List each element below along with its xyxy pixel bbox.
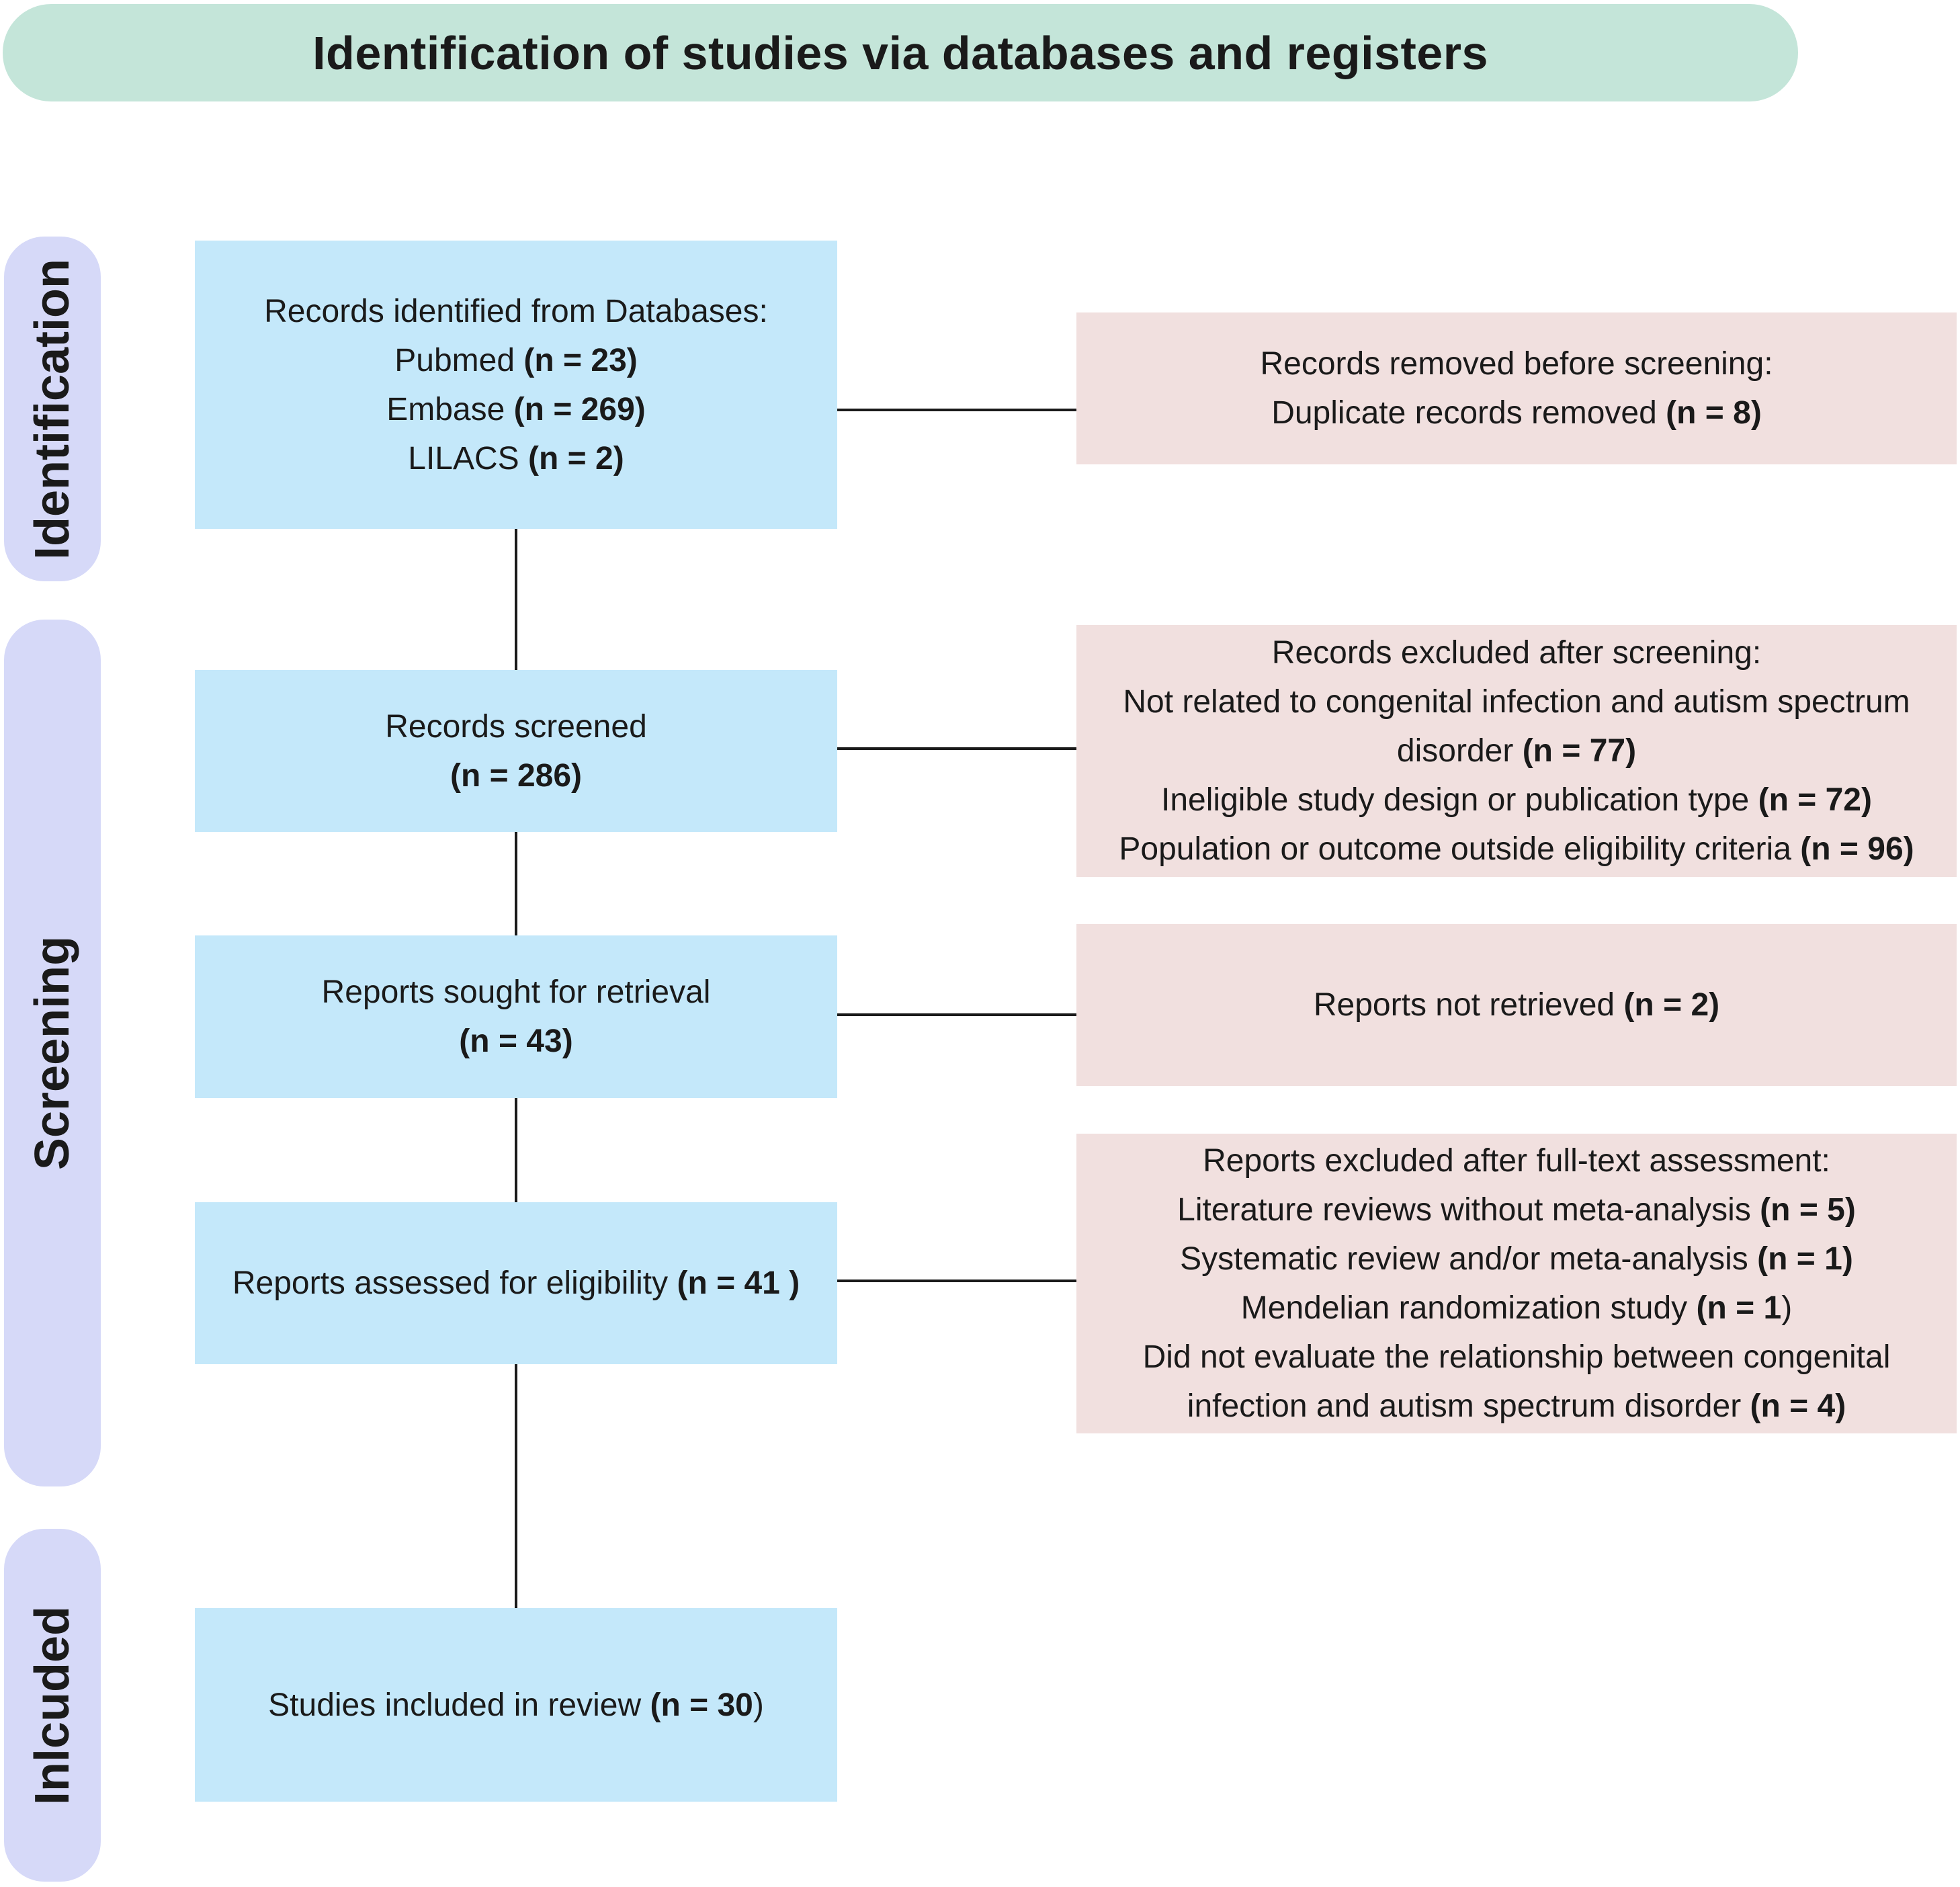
- phase-identification-label: Identification: [26, 258, 79, 560]
- phase-included: Inlcuded: [4, 1529, 101, 1882]
- phase-screening: Screening: [4, 620, 101, 1486]
- phase-included-label: Inlcuded: [26, 1605, 79, 1805]
- excluded-reason-ineligible-design-count: (n = 72): [1758, 782, 1872, 818]
- records-removed-heading: Records removed before screening:: [1260, 346, 1773, 382]
- source-pubmed: Pubmed (n = 23): [394, 342, 638, 378]
- reports-assessed-label: Reports assessed for eligibility (n = 41…: [232, 1265, 800, 1301]
- studies-included-label: Studies included in review (n = 30): [268, 1687, 764, 1723]
- reports-excluded-systematic-review: Systematic review and/or meta-analysis (…: [1180, 1241, 1853, 1277]
- reports-assessed-count: (n = 41 ): [677, 1265, 800, 1301]
- reports-not-retrieved-count: (n = 2): [1623, 987, 1720, 1023]
- phase-identification: Identification: [4, 237, 101, 581]
- reports-excluded-literature-reviews: Literature reviews without meta-analysis…: [1177, 1192, 1856, 1228]
- header-title: Identification of studies via databases …: [3, 4, 1798, 101]
- reports-excluded-no-relationship-line2: infection and autism spectrum disorder (…: [1187, 1388, 1846, 1424]
- reports-assessed-box: Reports assessed for eligibility (n = 41…: [195, 1202, 837, 1364]
- studies-included-box: Studies included in review (n = 30): [195, 1608, 837, 1802]
- records-excluded-box: Records excluded after screening: Not re…: [1076, 625, 1957, 877]
- studies-included-count: (n = 30: [650, 1687, 753, 1723]
- reports-excluded-heading: Reports excluded after full-text assessm…: [1203, 1143, 1830, 1179]
- reports-excluded-mendelian-count: (n = 1: [1696, 1290, 1782, 1326]
- excluded-reason-not-related-count: (n = 77): [1522, 733, 1637, 769]
- reports-excluded-box: Reports excluded after full-text assessm…: [1076, 1134, 1957, 1433]
- reports-excluded-systematic-review-count: (n = 1): [1757, 1241, 1853, 1277]
- phase-screening-label: Screening: [26, 935, 79, 1171]
- records-identified-box: Records identified from Databases: Pubme…: [195, 241, 837, 529]
- reports-sought-label: Reports sought for retrieval: [321, 974, 711, 1010]
- source-embase: Embase (n = 269): [386, 391, 646, 427]
- records-screened-count: (n = 286): [450, 757, 583, 794]
- reports-sought-count: (n = 43): [459, 1023, 573, 1059]
- excluded-reason-ineligible-design: Ineligible study design or publication t…: [1161, 782, 1872, 818]
- source-pubmed-count: (n = 23): [523, 342, 638, 378]
- source-embase-count: (n = 269): [513, 391, 646, 427]
- records-removed-detail: Duplicate records removed (n = 8): [1271, 395, 1762, 431]
- reports-excluded-no-relationship-line1: Did not evaluate the relationship betwee…: [1142, 1339, 1891, 1375]
- reports-sought-box: Reports sought for retrieval (n = 43): [195, 935, 837, 1098]
- excluded-reason-population-count: (n = 96): [1800, 831, 1914, 867]
- records-excluded-heading: Records excluded after screening:: [1271, 635, 1762, 671]
- records-removed-box: Records removed before screening: Duplic…: [1076, 312, 1957, 464]
- records-screened-box: Records screened (n = 286): [195, 670, 837, 832]
- reports-excluded-literature-reviews-count: (n = 5): [1760, 1192, 1856, 1228]
- records-screened-label: Records screened: [385, 708, 647, 745]
- records-identified-heading: Records identified from Databases:: [264, 293, 768, 329]
- source-lilacs-count: (n = 2): [528, 440, 624, 476]
- reports-not-retrieved-label: Reports not retrieved (n = 2): [1313, 987, 1720, 1023]
- reports-excluded-no-relationship-count: (n = 4): [1750, 1388, 1846, 1424]
- excluded-reason-not-related-line1: Not related to congenital infection and …: [1123, 684, 1910, 720]
- excluded-reason-not-related-line2: disorder (n = 77): [1396, 733, 1637, 769]
- source-lilacs: LILACS (n = 2): [408, 440, 624, 476]
- reports-excluded-mendelian: Mendelian randomization study (n = 1): [1240, 1290, 1793, 1326]
- excluded-reason-population: Population or outcome outside eligibilit…: [1119, 831, 1914, 867]
- records-removed-count: (n = 8): [1666, 395, 1762, 431]
- reports-not-retrieved-box: Reports not retrieved (n = 2): [1076, 924, 1957, 1086]
